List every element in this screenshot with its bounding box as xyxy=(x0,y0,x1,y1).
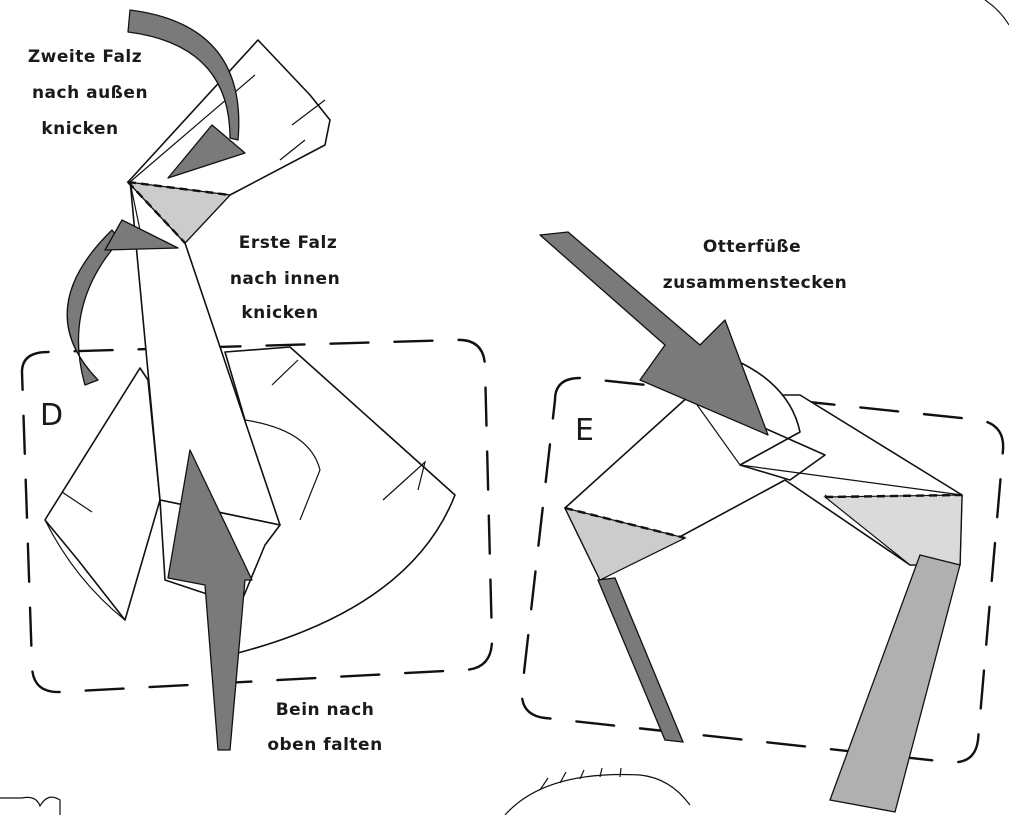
svg-text:nach innen: nach innen xyxy=(230,269,340,289)
svg-text:knicken: knicken xyxy=(241,303,318,323)
arrow-otter-feet xyxy=(540,232,768,435)
bottom-hatch xyxy=(540,768,621,790)
bottom-arc xyxy=(505,775,690,815)
step-e-letter: E xyxy=(575,413,594,448)
arrow-first-fold xyxy=(67,230,120,385)
step-e-group: E xyxy=(522,232,1003,812)
svg-text:Bein nach: Bein nach xyxy=(276,700,375,720)
svg-text:Erste Falz: Erste Falz xyxy=(239,233,338,253)
right-leg xyxy=(830,555,960,812)
svg-text:knicken: knicken xyxy=(41,119,118,139)
label-leg-up: Bein nach oben falten xyxy=(267,700,382,755)
label-second-fold: Zweite Falz nach außen knicken xyxy=(28,47,148,139)
bottom-left-scribble xyxy=(0,797,60,815)
corner-arc xyxy=(985,0,1009,25)
label-first-fold: Erste Falz nach innen knicken xyxy=(230,233,340,323)
left-leg xyxy=(598,578,683,742)
svg-text:Zweite Falz: Zweite Falz xyxy=(28,47,142,67)
svg-text:oben falten: oben falten xyxy=(267,735,382,755)
svg-text:zusammenstecken: zusammenstecken xyxy=(663,273,847,293)
step-d-letter: D xyxy=(40,398,63,433)
svg-text:nach außen: nach außen xyxy=(32,83,148,103)
svg-text:Otterfüße: Otterfüße xyxy=(703,237,801,257)
label-otter-feet: Otterfüße zusammenstecken xyxy=(663,237,847,293)
